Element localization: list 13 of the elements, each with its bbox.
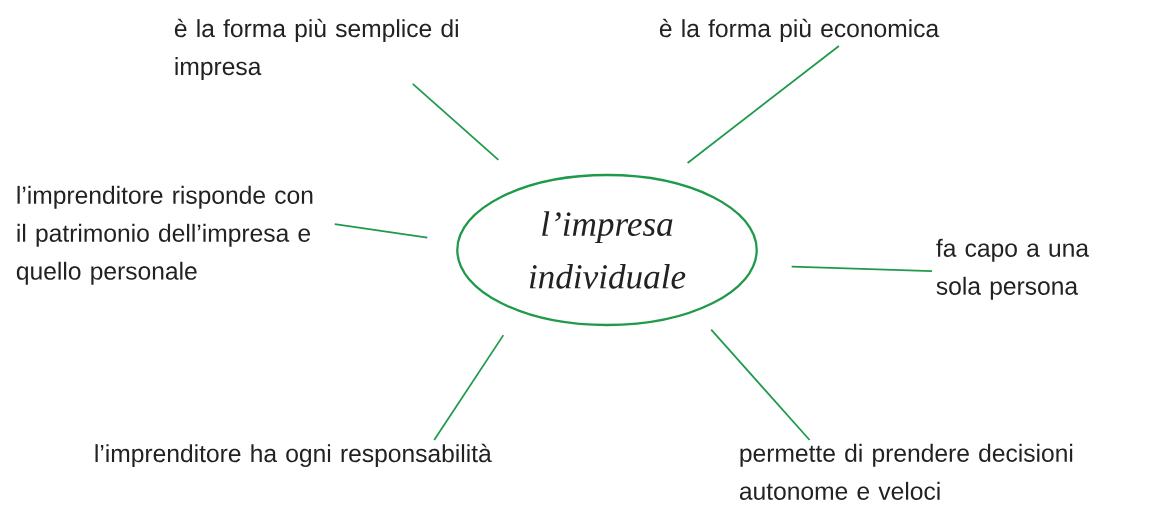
text-label: permette di prendere decisioni autonome e veloci [739,443,1073,500]
connector-line [333,223,429,239]
text-label: è la forma più semplice di impresa [174,18,458,81]
connector-line [710,328,811,441]
connector-line [686,45,840,164]
connector-line [433,334,505,441]
text-label: l’imprenditore risponde con il patrimonio dell’impresa e quello personale [16,185,313,285]
connector-line [790,265,933,272]
text-label: l’imprenditore ha ogni responsabilità [95,443,492,468]
text-label: fa capo a una sola persona [936,238,1090,300]
ellipse-node: l’impresa individuale [456,173,758,327]
text-label: è la forma più economica [659,18,940,43]
connector-line [411,83,500,161]
